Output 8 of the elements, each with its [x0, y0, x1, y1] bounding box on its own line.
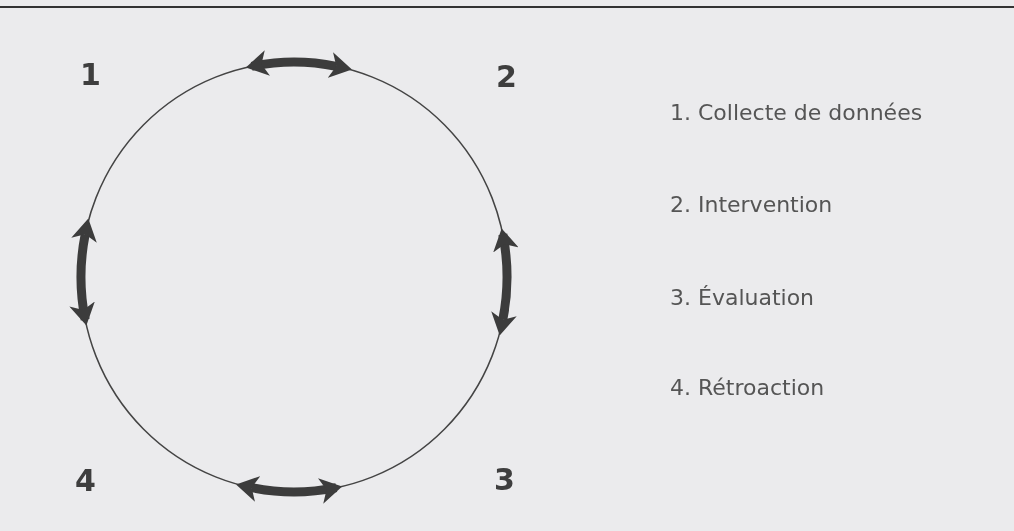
step-label: 4. Rétroaction [670, 375, 825, 401]
step-label: 1. Collecte de données [670, 100, 923, 126]
step-number: 2 [496, 62, 517, 92]
step-label: 3. Évaluation [670, 285, 815, 311]
step-number: 4 [75, 466, 96, 496]
step-number: 3 [494, 465, 515, 495]
step-number: 1 [80, 60, 101, 90]
step-label: 2. Intervention [670, 192, 833, 218]
